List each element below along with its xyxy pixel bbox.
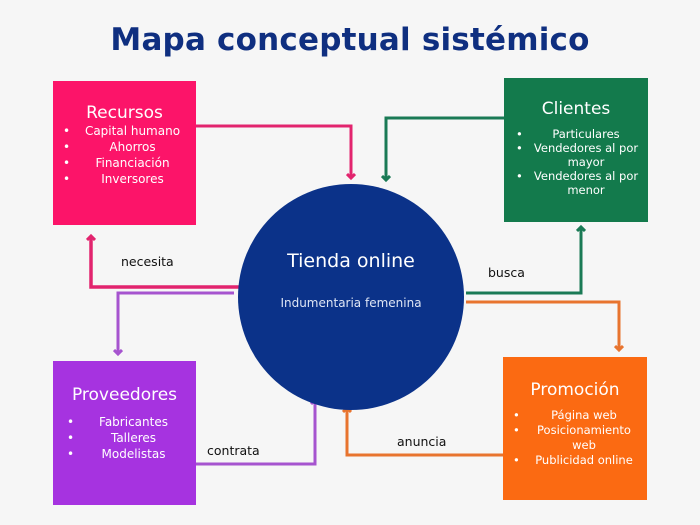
list-item: Página web — [509, 408, 643, 423]
node-promocion: Promoción Página web Posicionamiento web… — [503, 357, 647, 500]
arrow-necesita — [91, 236, 246, 289]
edge-label-busca: busca — [488, 265, 525, 280]
edge-label-contrata: contrata — [207, 443, 260, 458]
node-title: Clientes — [541, 99, 611, 119]
arrow-anuncia — [347, 408, 503, 457]
node-proveedores: Proveedores Fabricantes Talleres Modelis… — [53, 361, 196, 505]
node-title: Promoción — [530, 380, 620, 400]
node-list: Particulares Vendedores al por mayor Ven… — [504, 127, 648, 197]
arrow-busca — [466, 227, 581, 295]
arrow-recursos-to-center — [196, 124, 351, 178]
arrow-center-to-proveedores — [118, 291, 234, 354]
edge-label-anuncia: anuncia — [397, 434, 447, 449]
list-item: Financiación — [59, 155, 190, 171]
node-list: Página web Posicionamiento web Publicida… — [503, 408, 647, 468]
list-item: Talleres — [63, 430, 188, 446]
edge-label-necesita: necesita — [121, 254, 174, 269]
arrow-center-to-promocion — [466, 300, 619, 350]
list-item: Posicionamiento web — [509, 423, 643, 453]
list-item: Capital humano — [59, 123, 190, 139]
list-item: Particulares — [512, 127, 644, 141]
arrow-contrata — [196, 400, 315, 466]
list-item: Inversores — [59, 171, 190, 187]
node-title: Proveedores — [71, 385, 178, 405]
node-title: Recursos — [86, 103, 163, 123]
node-list: Capital humano Ahorros Financiación Inve… — [53, 123, 196, 187]
center-node: Tienda online Indumentaria femenina — [238, 184, 464, 410]
arrow-clientes-to-center — [386, 116, 504, 180]
page-title: Mapa conceptual sistémico — [110, 22, 590, 58]
center-title: Tienda online — [287, 250, 415, 272]
node-list: Fabricantes Talleres Modelistas — [53, 414, 196, 462]
list-item: Vendedores al por mayor — [512, 141, 644, 169]
list-item: Publicidad online — [509, 453, 643, 468]
center-subtitle: Indumentaria femenina — [280, 296, 422, 310]
list-item: Ahorros — [59, 139, 190, 155]
node-recursos: Recursos Capital humano Ahorros Financia… — [53, 81, 196, 225]
node-clientes: Clientes Particulares Vendedores al por … — [504, 78, 648, 222]
list-item: Modelistas — [63, 446, 188, 462]
list-item: Vendedores al por menor — [512, 169, 644, 197]
list-item: Fabricantes — [63, 414, 188, 430]
